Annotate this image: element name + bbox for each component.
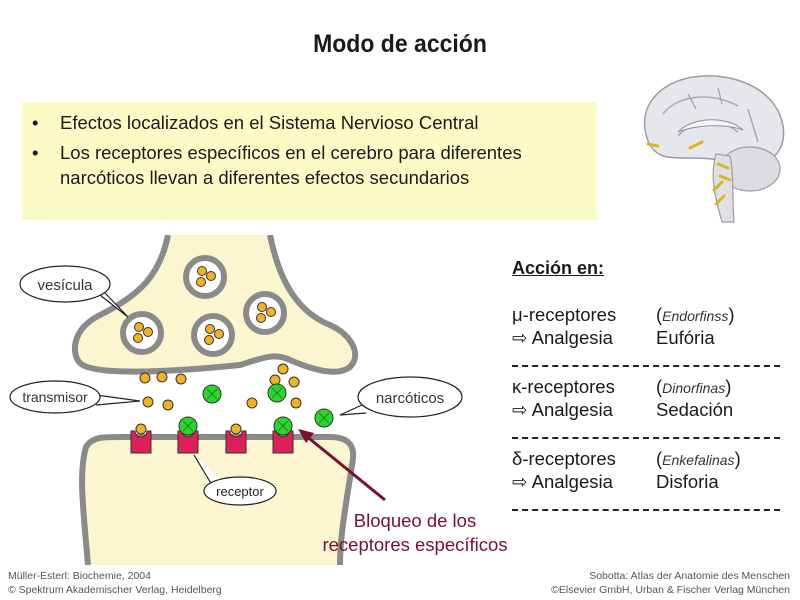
transmitter-molecule	[156, 371, 168, 383]
bullet-box: •Efectos localizados en el Sistema Nervi…	[22, 102, 597, 220]
blocking-arrow	[298, 429, 386, 502]
narcotic-molecule	[202, 384, 222, 404]
receptor	[225, 423, 247, 454]
effect-row: ⇨ Analgesia Sedación	[512, 398, 792, 421]
receptor-type: μ-receptores	[512, 304, 617, 325]
transmitter-molecule	[269, 374, 281, 386]
transmitter-molecule	[143, 327, 153, 337]
bound-transmitter	[135, 423, 147, 435]
transmitter-molecule	[133, 333, 143, 343]
narcotic-molecule	[178, 416, 198, 436]
vesicle	[183, 255, 227, 299]
receptor-group: μ-receptores (Endorfinss) ⇨ Analgesia Eufór…	[512, 303, 792, 367]
narcotic-molecule	[267, 383, 287, 403]
narcotic-label: narcóticos	[376, 390, 444, 407]
transmitter-callout: transmisor	[9, 380, 141, 414]
blocking-caption: Bloqueo de los receptores específicos	[322, 510, 508, 555]
brain-nerves	[646, 140, 732, 206]
narcotic-molecule	[314, 408, 334, 428]
ligand: (Dinorfinas)	[656, 376, 732, 397]
vesicle	[120, 311, 164, 355]
effect-secondary: Sedación	[656, 399, 734, 420]
action-panel: Acción en: μ-receptores(Endorfinss)⇨ Ana…	[512, 258, 792, 519]
arrow-right-icon: ⇨	[512, 399, 528, 420]
transmitter-molecule	[288, 376, 300, 388]
transmitter-molecule	[256, 313, 266, 323]
footer-citation-right: Sobotta: Atlas der Anatomie des Menschen…	[551, 570, 790, 596]
transmitter-molecule	[266, 307, 276, 317]
receptor-type: κ-receptores	[512, 376, 615, 397]
arrow-right-icon: ⇨	[512, 471, 528, 492]
bullet-item: •Los receptores específicos en el cerebr…	[32, 142, 522, 188]
bound-transmitter	[230, 423, 242, 435]
receptor-body	[130, 430, 152, 454]
receptor-body	[225, 430, 247, 454]
brain-corpus-callosum	[677, 119, 744, 133]
effect-primary: Analgesia	[531, 399, 613, 420]
effect-row: ⇨ Analgesia Eufória	[512, 326, 792, 349]
transmitter-molecule	[205, 324, 215, 334]
narcotic-molecule	[273, 416, 293, 436]
vesicle	[191, 313, 235, 357]
transmitter-molecule	[175, 373, 187, 385]
bullet-icon: •	[32, 142, 39, 163]
vesicle-membrane	[120, 311, 164, 355]
transmitter-molecule	[162, 399, 174, 411]
transmitter-molecule	[134, 322, 144, 332]
vesicle-callout: vesícula	[19, 265, 129, 318]
receptor-row: δ-receptores (Enkefalinas)	[512, 447, 792, 470]
receptor-callout: receptor	[193, 454, 277, 506]
narcotic-x-mark	[206, 388, 218, 400]
transmitter-molecule	[290, 397, 302, 409]
transmitter-molecule	[142, 396, 154, 408]
receptor-label: receptor	[216, 484, 264, 499]
receptor-group: δ-receptores (Enkefalinas) ⇨ Analgesia Disf…	[512, 447, 792, 511]
receptor	[130, 423, 152, 454]
bullet-item: •Efectos localizados en el Sistema Nervi…	[32, 112, 479, 133]
receptor-group: κ-receptores (Dinorfinas) ⇨ Analgesia Sedac…	[512, 375, 792, 439]
vesicle-label: vesícula	[37, 277, 93, 294]
narcotic-callout: narcóticos	[339, 376, 463, 418]
vesicle	[243, 291, 287, 335]
slide-title: Modo de acción	[313, 30, 487, 58]
narcotic-x-mark	[182, 420, 194, 432]
vesicle-membrane	[243, 291, 287, 335]
action-heading: Acción en:	[512, 258, 605, 278]
effect-secondary: Disforia	[656, 471, 719, 492]
receptor-row: κ-receptores (Dinorfinas)	[512, 375, 792, 398]
transmitter-molecule	[277, 363, 289, 375]
transmitter-molecule	[196, 277, 206, 287]
transmitter-molecule	[214, 329, 224, 339]
transmitter-molecule	[197, 266, 207, 276]
arrow-right-icon: ⇨	[512, 327, 528, 348]
transmitter-label: transmisor	[22, 389, 88, 405]
narcotic-x-mark	[277, 420, 289, 432]
dashed-divider	[512, 423, 780, 439]
effect-primary: Analgesia	[531, 327, 613, 348]
receptor-type: δ-receptores	[512, 448, 616, 469]
dashed-divider	[512, 495, 780, 511]
receptor-row: μ-receptores (Endorfinss)	[512, 303, 792, 326]
transmitter-molecule	[204, 335, 214, 345]
narcotic-x-mark	[318, 412, 330, 424]
transmitter-molecule	[246, 397, 258, 409]
brain-illustration	[643, 75, 785, 223]
vesicle-membrane	[191, 313, 235, 357]
ligand: (Enkefalinas)	[656, 448, 741, 469]
ligand: (Endorfinss)	[656, 304, 735, 325]
bullet-icon: •	[32, 112, 39, 133]
vesicle-membrane	[183, 255, 227, 299]
dashed-divider	[512, 351, 780, 367]
transmitter-molecule	[206, 271, 216, 281]
effect-row: ⇨ Analgesia Disforia	[512, 470, 792, 493]
transmitter-molecule	[257, 302, 267, 312]
effect-primary: Analgesia	[531, 471, 613, 492]
synapse-diagram: vesícula transmisor narcóticos receptor	[9, 235, 463, 565]
brain-stem	[712, 153, 735, 223]
transmitter-molecule	[139, 372, 151, 384]
footer-citation-left: Müller-Esterl: Biochemie, 2004 © Spektru…	[8, 570, 222, 596]
effect-secondary: Eufória	[656, 327, 715, 348]
narcotic-x-mark	[271, 387, 283, 399]
